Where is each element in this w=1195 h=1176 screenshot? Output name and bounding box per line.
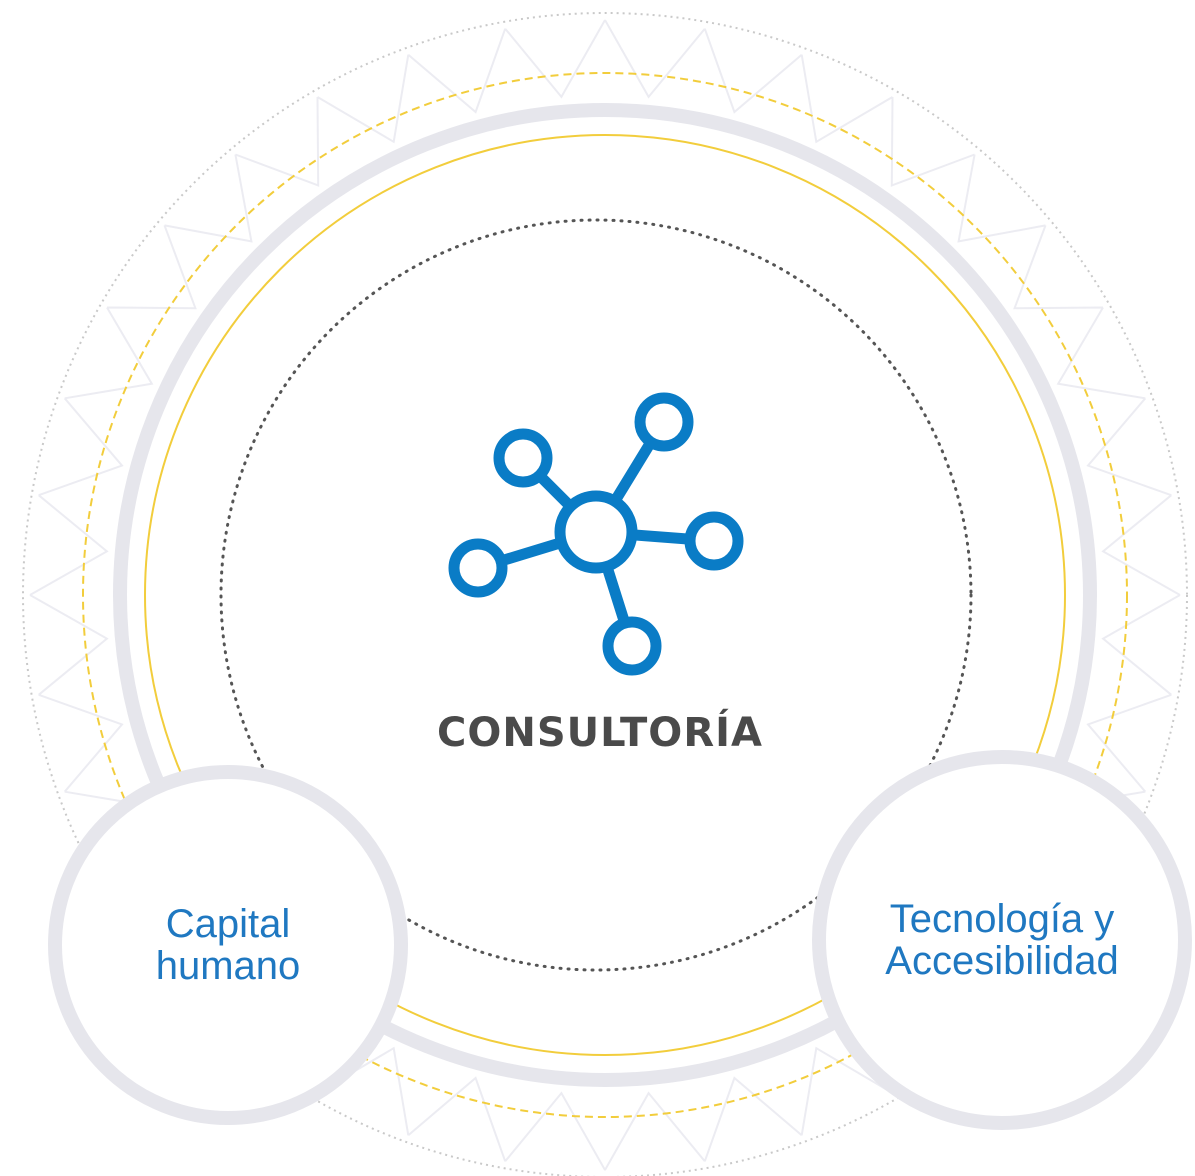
inner-dotted-ring xyxy=(219,218,973,972)
capital-humano-label: Capital humano xyxy=(156,903,301,987)
capital-humano-line2: humano xyxy=(155,944,301,988)
outer-dotted-ring xyxy=(22,12,1188,1176)
tecnologia-accesibilidad-label: Tecnología y Accesibilidad xyxy=(885,898,1118,982)
tecnologia-line2: Accesibilidad xyxy=(885,939,1119,983)
gray-thick-ring xyxy=(113,103,1097,1087)
tecnologia-line1: Tecnología y xyxy=(889,897,1115,941)
network-hub-icon xyxy=(448,392,744,676)
center-title: CONSULTORÍA xyxy=(437,710,763,756)
tecnologia-accesibilidad-node[interactable]: Tecnología y Accesibilidad xyxy=(812,750,1192,1130)
yellow-solid-ring xyxy=(144,134,1066,1056)
capital-humano-node[interactable]: Capital humano xyxy=(48,765,408,1125)
capital-humano-line1: Capital xyxy=(165,902,291,946)
yellow-dashed-ring xyxy=(82,72,1128,1118)
